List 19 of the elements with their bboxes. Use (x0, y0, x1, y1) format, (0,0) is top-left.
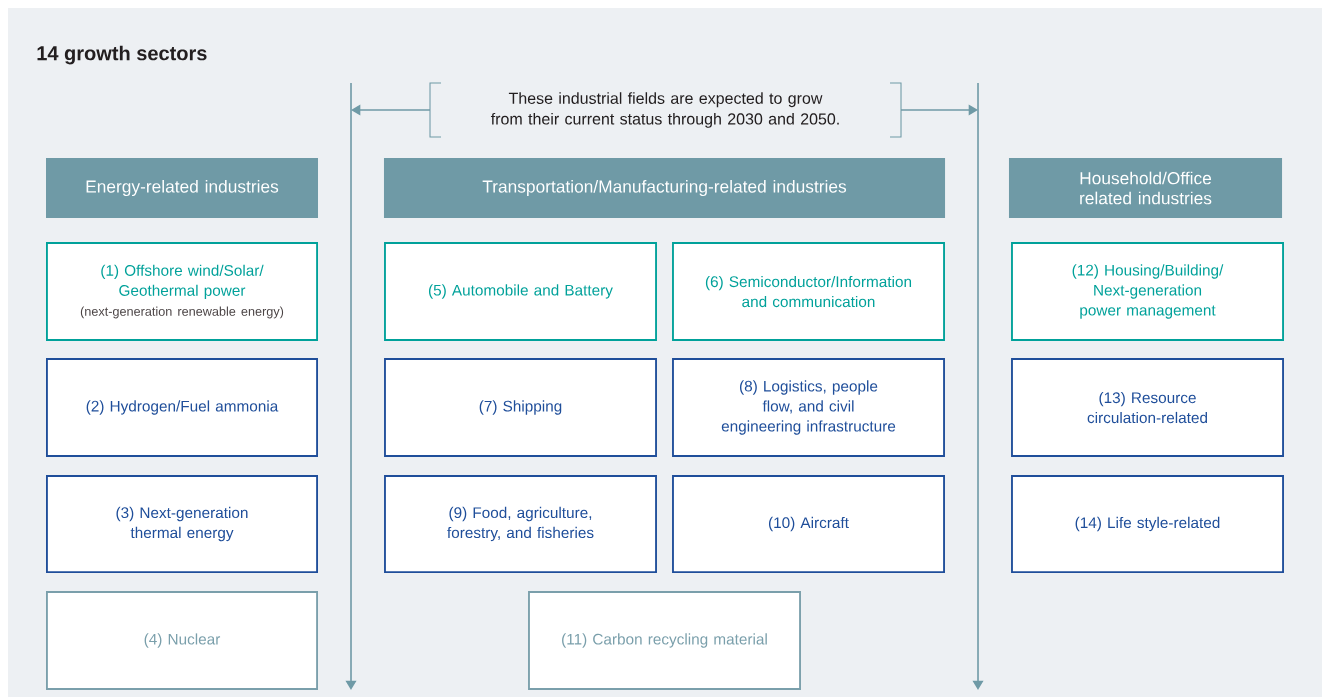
sector-box: (11) Carbon recycling material (528, 591, 801, 690)
sector-box: (3) Next-generation thermal energy (46, 475, 318, 573)
sector-box: (13) Resource circulation-related (1011, 358, 1284, 457)
sector-box: (1) Offshore wind/Solar/ Geothermal power (next-generation renewable energy) (46, 242, 318, 341)
sector-box: (6) Semiconductor/Information and communication (672, 242, 945, 341)
sector-box: (12) Housing/Building/ Next-generation power management (1011, 242, 1284, 341)
category-header: Transportation/Manufacturing-related industries (383, 158, 946, 218)
sector-box: (9) Food, agriculture, forestry, and fisheries (384, 475, 657, 573)
category-header: Energy-related industries (46, 158, 318, 218)
bracketed-note: These industrial fields are expected to grow from their current status through 2030 and 2050. (429, 82, 902, 138)
sector-box: (10) Aircraft (672, 475, 945, 573)
title: 14 growth sectors (37, 45, 207, 65)
sector-box: (5) Automobile and Battery (384, 242, 657, 341)
sector-box: (7) Shipping (384, 358, 657, 457)
sector-box: (4) Nuclear (46, 591, 318, 690)
sector-box: (14) Life style-related (1011, 475, 1284, 573)
sector-box: (8) Logistics, people flow, and civil engineering infrastructure (672, 358, 945, 457)
category-header: Household/Office related industries (1009, 158, 1283, 218)
sector-box: (2) Hydrogen/Fuel ammonia (46, 358, 318, 457)
